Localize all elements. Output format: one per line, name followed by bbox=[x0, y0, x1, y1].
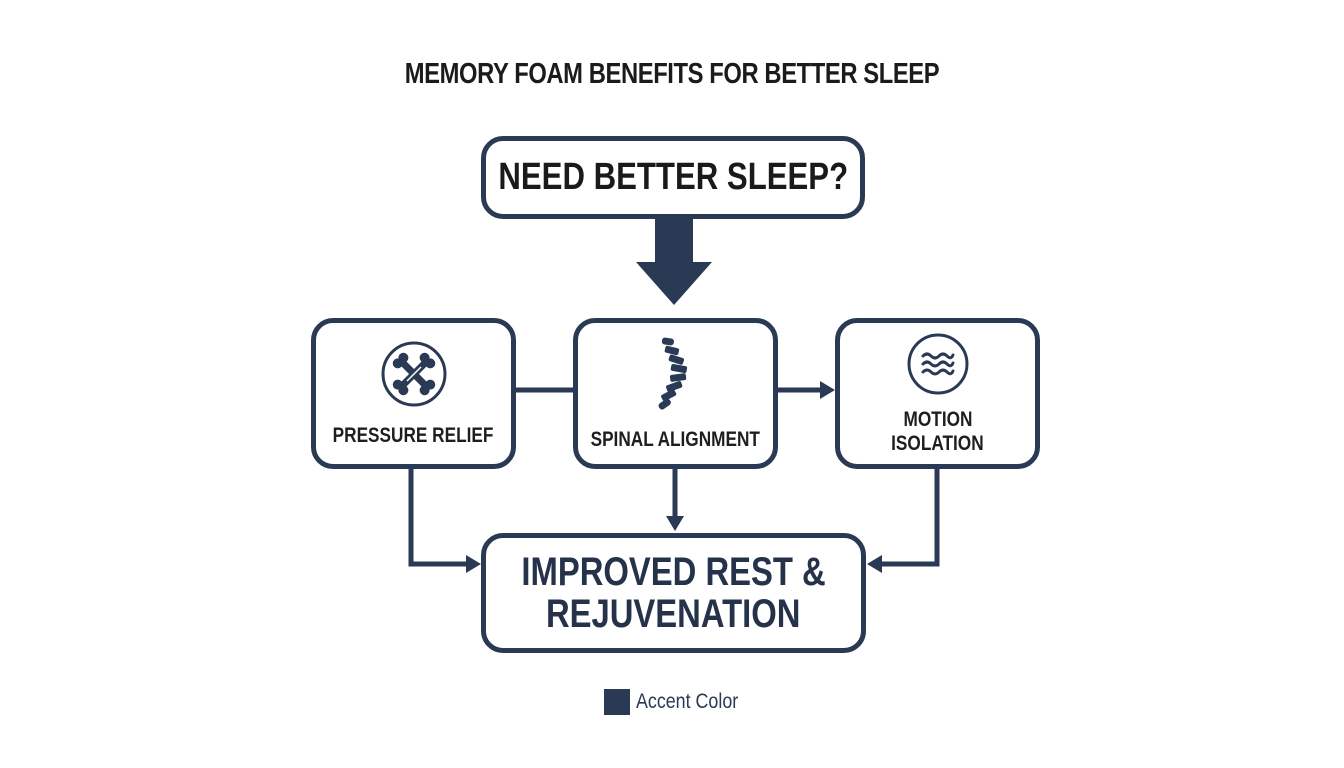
arrowhead-left-bottom bbox=[466, 555, 481, 573]
arrowhead-right-bottom bbox=[867, 555, 882, 573]
benefit-label: SPINAL ALIGNMENT bbox=[590, 428, 761, 452]
benefit-node-motion-isolation: MOTION ISOLATION bbox=[835, 318, 1040, 469]
crossed-bones-icon bbox=[381, 341, 447, 412]
result-node-improved-rest: IMPROVED REST & REJUVENATION bbox=[481, 533, 866, 653]
connector-right-bottom bbox=[880, 468, 940, 567]
benefit-label-line1: MOTION bbox=[903, 408, 972, 432]
result-label-line2: REJUVENATION bbox=[546, 592, 801, 636]
start-node-need-better-sleep: NEED BETTER SLEEP? bbox=[481, 136, 865, 219]
benefit-label-line2: ISOLATION bbox=[891, 432, 984, 455]
connector-left-bottom bbox=[408, 468, 468, 567]
start-node-label: NEED BETTER SLEEP? bbox=[498, 156, 848, 199]
arrowhead-mid-right bbox=[820, 381, 835, 399]
waves-icon bbox=[907, 333, 969, 400]
legend-label: Accent Color bbox=[636, 690, 739, 713]
legend: Accent Color bbox=[604, 689, 756, 715]
legend-swatch bbox=[604, 689, 630, 715]
arrowhead-mid-bottom bbox=[666, 516, 684, 531]
main-down-arrow bbox=[636, 218, 712, 305]
benefit-node-spinal-alignment: SPINAL ALIGNMENT bbox=[573, 318, 778, 469]
benefit-label: PRESSURE RELIEF bbox=[333, 424, 494, 448]
diagram-title: MEMORY FOAM BENEFITS FOR BETTER SLEEP bbox=[404, 58, 940, 90]
spine-icon bbox=[656, 337, 696, 416]
benefit-node-pressure-relief: PRESSURE RELIEF bbox=[311, 318, 516, 469]
result-label-line1: IMPROVED REST & bbox=[521, 550, 826, 594]
